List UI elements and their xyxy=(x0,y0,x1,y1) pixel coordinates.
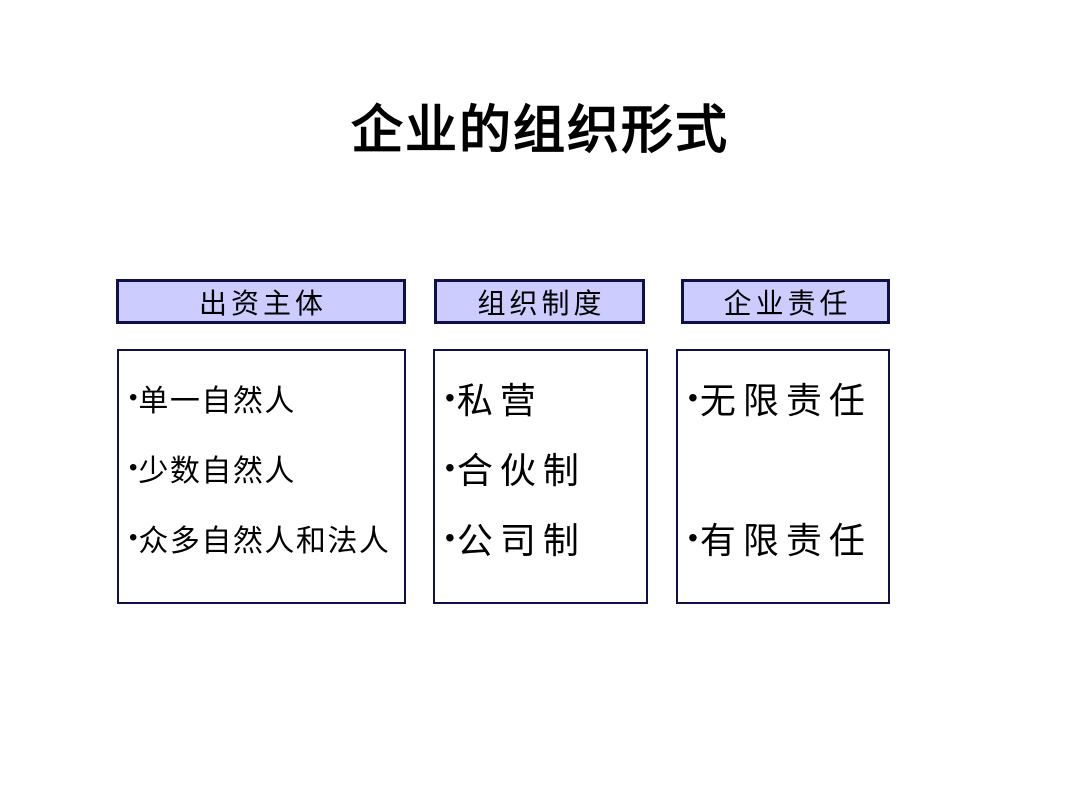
slide-title: 企业的组织形式 xyxy=(350,102,729,160)
column-body-organization-system: • 私营 • 合伙制 • 公司制 xyxy=(433,349,648,604)
list-item-text: 私营 xyxy=(456,381,543,421)
column-body-enterprise-liability: • 无限责任 • 有限责任 xyxy=(676,349,890,604)
list-item: • 少数自然人 xyxy=(119,433,404,503)
bullet-icon: • xyxy=(445,522,455,553)
bullet-icon: • xyxy=(129,384,138,411)
list-item: • 有限责任 xyxy=(678,503,888,573)
list-item-text: 单一自然人 xyxy=(138,385,296,418)
column-header-label: 出资主体 xyxy=(198,288,327,320)
column-header-enterprise-liability: 企业责任 xyxy=(681,279,890,324)
list-item-text: 少数自然人 xyxy=(138,455,296,488)
column-header-funding-subject: 出资主体 xyxy=(116,279,406,324)
bullet-icon: • xyxy=(688,522,698,553)
list-item: • 众多自然人和法人 xyxy=(119,503,404,573)
bullet-icon: • xyxy=(445,452,455,483)
list-item: • 公司制 xyxy=(435,503,646,573)
bullet-icon: • xyxy=(688,382,698,413)
list-item: • 无限责任 xyxy=(678,363,888,433)
list-item-text: 众多自然人和法人 xyxy=(138,525,391,558)
list-gap-spacer xyxy=(678,433,888,503)
list-item: • 私营 xyxy=(435,363,646,433)
bullet-icon: • xyxy=(445,382,455,413)
list-item: • 单一自然人 xyxy=(119,363,404,433)
column-body-funding-subject: • 单一自然人 • 少数自然人 • 众多自然人和法人 xyxy=(117,349,406,604)
list-item-text: 合伙制 xyxy=(456,451,586,491)
list-item-text: 公司制 xyxy=(456,521,586,561)
column-header-label: 组织制度 xyxy=(477,288,606,320)
list-item-text: 无限责任 xyxy=(699,381,872,421)
bullet-icon: • xyxy=(129,454,138,481)
list-item: • 合伙制 xyxy=(435,433,646,503)
column-header-organization-system: 组织制度 xyxy=(434,279,645,324)
bullet-icon: • xyxy=(129,524,138,551)
list-item-text: 有限责任 xyxy=(699,521,872,561)
column-header-label: 企业责任 xyxy=(723,288,852,320)
